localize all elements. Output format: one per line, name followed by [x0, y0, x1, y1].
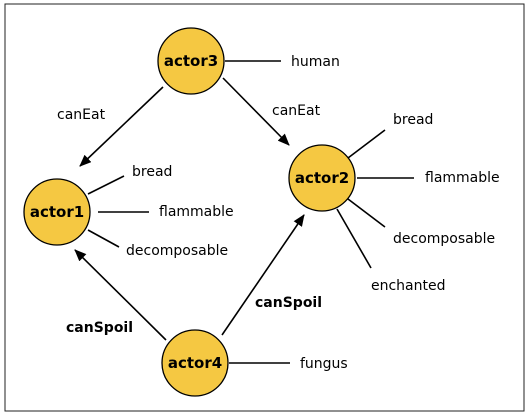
property-actor1-flammable: flammable: [159, 204, 234, 220]
edge-label-actor4-actor2: canSpoil: [255, 295, 322, 311]
edge-label-actor3-actor1: canEat: [57, 107, 106, 123]
property-actor1-decomposable: decomposable: [126, 243, 228, 259]
property-actor4-fungus: fungus: [300, 356, 348, 372]
property-actor3-human: human: [291, 54, 340, 70]
node-label-actor4: actor4: [168, 354, 222, 372]
property-actor2-decomposable: decomposable: [393, 231, 495, 247]
node-label-actor1: actor1: [30, 203, 84, 221]
property-line-actor1-decomposable: [87, 229, 120, 248]
edge-actor4-actor1: [74, 249, 167, 341]
property-line-actor1-bread: [87, 175, 125, 195]
edge-actor3-actor1: [79, 86, 164, 167]
diagram-frame: [4, 3, 525, 412]
property-actor2-bread: bread: [393, 112, 433, 128]
edge-actor3-actor2: [222, 77, 290, 146]
node-circle-actor3: [157, 27, 225, 95]
edge-label-actor3-actor2: canEat: [272, 103, 321, 119]
node-circle-actor2: [288, 144, 356, 212]
node-actor3: actor3: [157, 27, 225, 95]
edge-label-actor4-actor1: canSpoil: [66, 320, 133, 336]
property-actor2-enchanted: enchanted: [371, 278, 446, 294]
node-circle-actor1: [23, 178, 91, 246]
property-actor2-flammable: flammable: [425, 170, 500, 186]
node-actor4: actor4: [161, 329, 229, 397]
property-line-actor2-enchanted: [336, 208, 372, 269]
edge-actor4-actor2: [221, 214, 305, 336]
node-label-actor3: actor3: [164, 52, 218, 70]
node-actor1: actor1: [23, 178, 91, 246]
node-label-actor2: actor2: [295, 169, 349, 187]
node-actor2: actor2: [288, 144, 356, 212]
property-line-actor2-bread: [347, 129, 386, 159]
node-circle-actor4: [161, 329, 229, 397]
property-actor1-bread: bread: [132, 164, 172, 180]
property-line-actor2-decomposable: [347, 198, 386, 228]
